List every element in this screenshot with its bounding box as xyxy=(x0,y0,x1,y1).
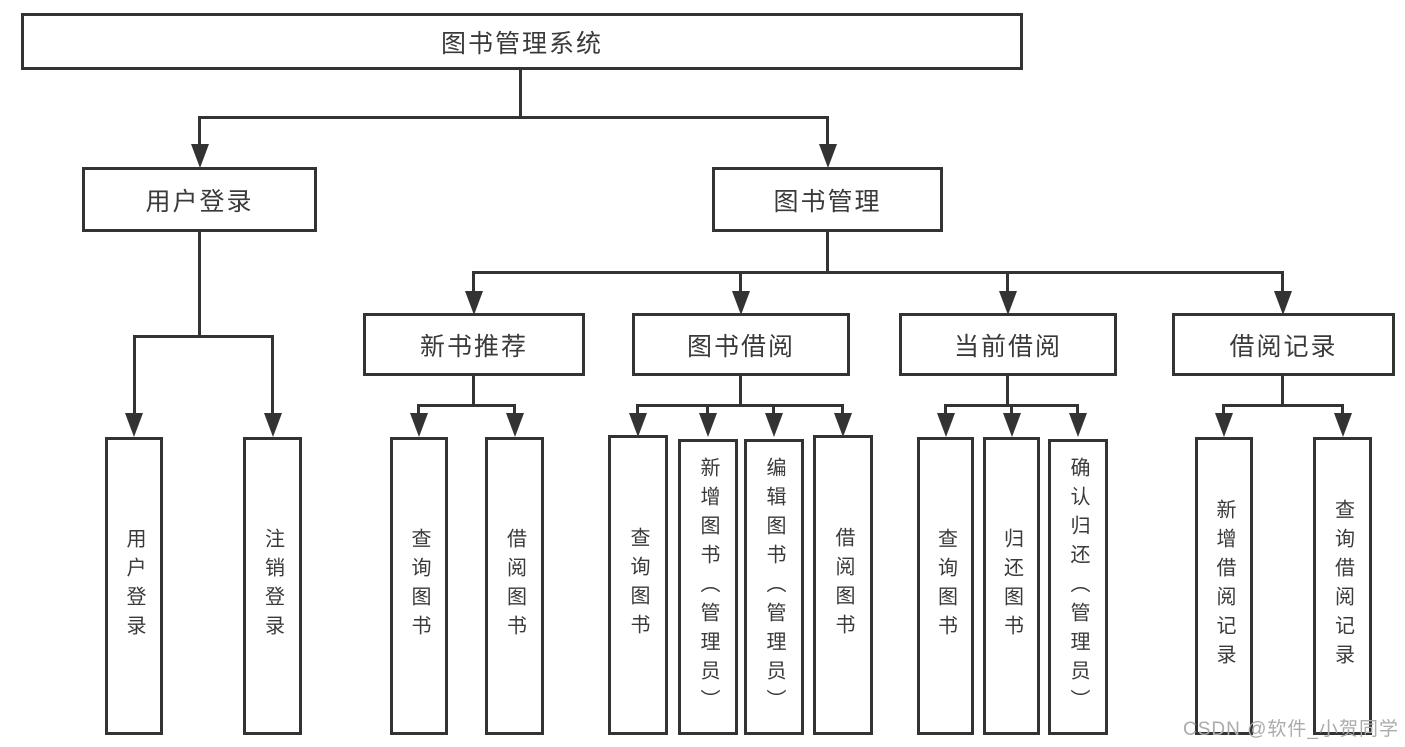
connector-drop-book-mgmt xyxy=(826,116,829,145)
node-book-mgmt-label: 图书管理 xyxy=(773,187,882,216)
node-br-add: 新增借阅记录 xyxy=(1195,437,1253,735)
connector-book-borrow-branch xyxy=(636,404,844,407)
arrowhead-nb-borrow xyxy=(506,413,524,437)
connector-drop-cb-query xyxy=(944,404,947,415)
arrowhead-cb-confirm xyxy=(1069,413,1087,437)
connector-drop-book-borrow xyxy=(739,271,742,293)
node-nb-query-label: 查询图书 xyxy=(408,528,430,644)
arrowhead-bb-edit xyxy=(765,413,783,437)
node-book-borrow-label: 图书借阅 xyxy=(686,332,795,361)
arrowhead-book-borrow xyxy=(732,291,750,315)
node-new-books: 新书推荐 xyxy=(363,313,585,376)
node-root: 图书管理系统 xyxy=(21,13,1023,70)
connector-root-stem xyxy=(519,70,522,118)
connector-drop-borrow-records xyxy=(1281,271,1284,293)
node-nb-borrow: 借阅图书 xyxy=(485,437,544,735)
connector-root-branch xyxy=(198,116,829,119)
node-new-books-label: 新书推荐 xyxy=(419,332,528,361)
arrowhead-br-query xyxy=(1334,413,1352,437)
connector-drop-user-login-leaf xyxy=(133,335,136,415)
connector-book-mgmt-branch xyxy=(472,271,1284,274)
node-book-mgmt: 图书管理 xyxy=(712,167,943,232)
connector-drop-new-books xyxy=(472,271,475,293)
connector-user-login-stem xyxy=(198,232,201,337)
node-bb-edit-label: 编辑图书（管理员） xyxy=(763,456,785,718)
node-borrow-records: 借阅记录 xyxy=(1172,313,1395,376)
arrowhead-cb-return xyxy=(1003,413,1021,437)
node-current-borrow: 当前借阅 xyxy=(899,313,1117,376)
arrowhead-current-borrow xyxy=(999,291,1017,315)
node-br-query: 查询借阅记录 xyxy=(1313,437,1372,735)
node-root-label: 图书管理系统 xyxy=(440,29,603,58)
csdn-watermark: CSDN @软件_小贺同学 xyxy=(1183,719,1399,740)
connector-drop-cb-confirm xyxy=(1076,404,1079,415)
connector-drop-logout-leaf xyxy=(271,335,274,415)
connector-drop-cb-return xyxy=(1010,404,1013,415)
node-cb-confirm-label: 确认归还（管理员） xyxy=(1067,456,1089,718)
arrowhead-user-login-leaf xyxy=(125,413,143,437)
connector-new-books-stem xyxy=(472,376,475,406)
node-bb-add-label: 新增图书（管理员） xyxy=(697,456,719,718)
arrowhead-br-add xyxy=(1215,413,1233,437)
arrowhead-cb-query xyxy=(937,413,955,437)
node-bb-borrow: 借阅图书 xyxy=(813,435,873,735)
connector-user-login-branch xyxy=(133,335,274,338)
connector-drop-user-login xyxy=(198,116,201,145)
node-current-borrow-label: 当前借阅 xyxy=(953,332,1062,361)
node-bb-edit: 编辑图书（管理员） xyxy=(744,439,804,735)
arrowhead-bb-query xyxy=(629,413,647,437)
node-logout-leaf-label: 注销登录 xyxy=(261,528,284,644)
node-user-login: 用户登录 xyxy=(82,167,317,232)
connector-drop-bb-query xyxy=(636,404,639,415)
arrowhead-new-books xyxy=(465,291,483,315)
connector-book-borrow-stem xyxy=(739,376,742,406)
node-bb-add: 新增图书（管理员） xyxy=(678,439,738,735)
arrowhead-user-login xyxy=(191,144,209,168)
connector-drop-bb-edit xyxy=(772,404,775,415)
arrowhead-bb-borrow xyxy=(834,413,852,437)
node-borrow-records-label: 借阅记录 xyxy=(1229,332,1338,361)
node-br-add-label: 新增借阅记录 xyxy=(1213,499,1235,673)
connector-borrow-records-branch xyxy=(1222,404,1344,407)
connector-borrow-records-stem xyxy=(1281,376,1284,406)
node-cb-query-label: 查询图书 xyxy=(934,528,957,644)
node-logout-leaf: 注销登录 xyxy=(243,437,302,735)
connector-drop-bb-add xyxy=(706,404,709,415)
arrowhead-logout-leaf xyxy=(264,413,282,437)
connector-book-mgmt-stem xyxy=(826,232,829,273)
node-cb-return: 归还图书 xyxy=(983,437,1040,735)
node-nb-borrow-label: 借阅图书 xyxy=(503,528,526,644)
node-user-login-leaf-label: 用户登录 xyxy=(123,528,145,644)
node-cb-confirm: 确认归还（管理员） xyxy=(1048,439,1108,735)
node-user-login-leaf: 用户登录 xyxy=(105,437,163,735)
node-cb-return-label: 归还图书 xyxy=(1000,528,1023,644)
connector-drop-br-query xyxy=(1341,404,1344,415)
arrowhead-borrow-records xyxy=(1274,291,1292,315)
connector-drop-nb-borrow xyxy=(513,404,516,415)
node-nb-query: 查询图书 xyxy=(390,437,448,735)
connector-current-borrow-stem xyxy=(1006,376,1009,406)
node-bb-query-label: 查询图书 xyxy=(627,527,649,643)
node-br-query-label: 查询借阅记录 xyxy=(1331,499,1354,673)
connector-new-books-branch xyxy=(417,404,516,407)
node-cb-query: 查询图书 xyxy=(917,437,974,735)
node-bb-borrow-label: 借阅图书 xyxy=(832,527,854,643)
connector-drop-current-borrow xyxy=(1006,271,1009,293)
connector-drop-bb-borrow xyxy=(841,404,844,415)
connector-drop-nb-query xyxy=(417,404,420,415)
arrowhead-bb-add xyxy=(699,413,717,437)
arrowhead-nb-query xyxy=(410,413,428,437)
node-book-borrow: 图书借阅 xyxy=(632,313,850,376)
arrowhead-book-mgmt xyxy=(819,144,837,168)
node-user-login-label: 用户登录 xyxy=(145,187,254,216)
node-bb-query: 查询图书 xyxy=(608,435,668,735)
connector-drop-br-add xyxy=(1222,404,1225,415)
